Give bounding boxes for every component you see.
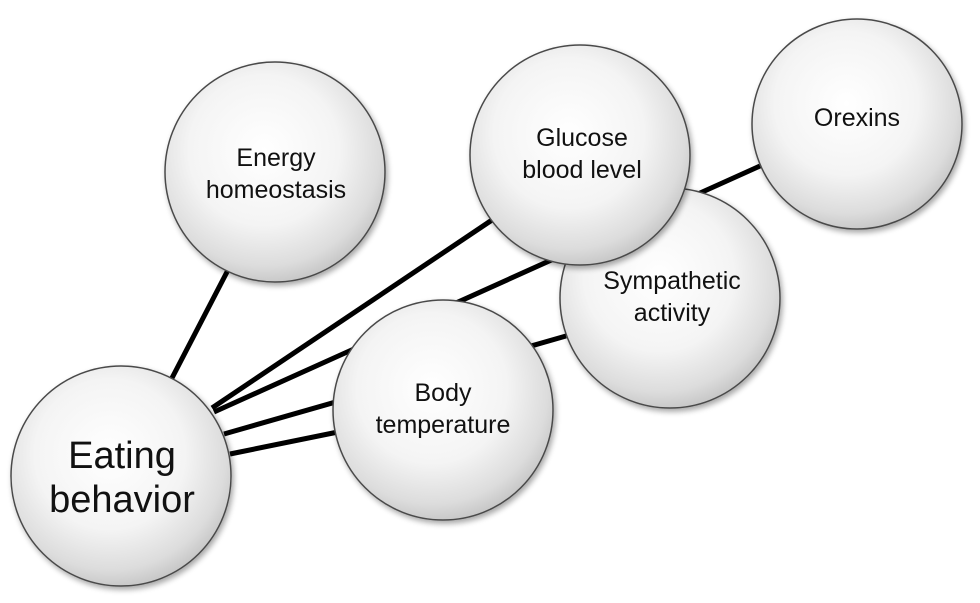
node-body-temperature-circle [332,299,554,521]
node-glucose-blood-level-line2: blood level [522,156,642,184]
connector-energy-homeostasis [169,268,231,380]
node-energy-homeostasis: Energy homeostasis [164,61,386,283]
node-energy-homeostasis-line2: homeostasis [206,176,346,204]
node-eating-behavior-line1: Eating [68,435,176,477]
node-orexins-label: Orexins [814,104,900,132]
node-eating-behavior: Eating behavior [10,365,232,587]
node-energy-homeostasis-circle [164,61,386,283]
node-orexins: Orexins [751,18,963,230]
node-glucose-blood-level-line1: Glucose [536,124,628,152]
node-body-temperature-line1: Body [415,379,472,407]
node-glucose-blood-level: Glucose blood level [469,44,691,266]
node-energy-homeostasis-line1: Energy [236,144,316,172]
node-glucose-blood-level-circle [469,44,691,266]
connector-glucose-blood-level [210,217,494,411]
node-sympathetic-activity-line1: Sympathetic [603,267,741,295]
node-eating-behavior-line2: behavior [49,479,195,521]
node-orexins-circle [751,18,963,230]
node-body-temperature-line2: temperature [376,411,511,439]
node-eating-behavior-circle [10,365,232,587]
node-body-temperature: Body temperature [332,299,554,521]
node-sympathetic-activity-line2: activity [634,299,711,327]
connector-body-temperature [229,429,339,457]
